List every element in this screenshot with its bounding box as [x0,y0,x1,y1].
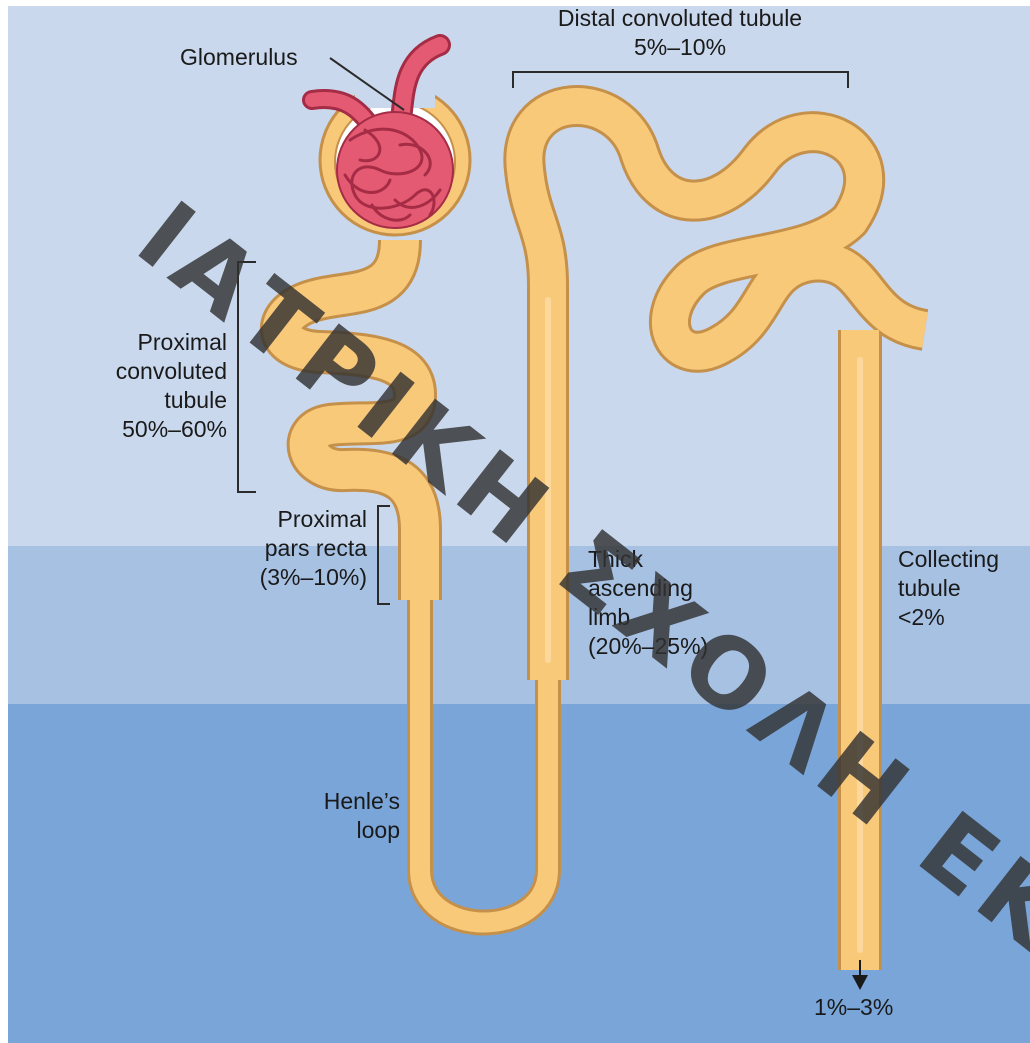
pct-label: Proximal convoluted tubule 50%–60% [40,328,227,444]
henles-loop-label: Henle’s loop [250,787,400,845]
glomerulus-label: Glomerulus [180,43,298,72]
collecting-percentage: <2% [898,603,999,632]
pars-recta-line1: Proximal [180,505,367,534]
dct-title: Distal convoluted tubule [510,4,850,33]
henle-line1: Henle’s [250,787,400,816]
pars-recta-label: Proximal pars recta (3%–10%) [180,505,367,592]
dct-percentage: 5%–10% [510,33,850,62]
pars-recta-line2: pars recta [180,534,367,563]
pars-recta-percentage: (3%–10%) [180,563,367,592]
pct-percentage: 50%–60% [40,415,227,444]
excretion-label: 1%–3% [814,993,893,1022]
dct-label: Distal convoluted tubule 5%–10% [510,4,850,62]
collecting-tubule-label: Collecting tubule <2% [898,545,999,632]
pct-line2: convoluted [40,357,227,386]
henle-line2: loop [250,816,400,845]
collecting-line1: Collecting [898,545,999,574]
pct-line3: tubule [40,386,227,415]
collecting-line2: tubule [898,574,999,603]
